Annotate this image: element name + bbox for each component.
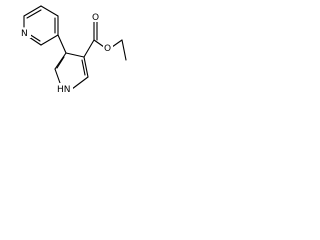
bond-pyrrole-double-2 [81,59,86,76]
bond-ring-link [57,34,67,54]
carbonyl-o-bg [91,12,101,22]
pyridine-n-label: N [21,29,28,39]
bond-pyrrole-5 [65,52,85,58]
bond-pyridine-3 [40,34,59,46]
bond-pyrrole-2 [54,68,61,84]
ester-o-label: O [104,44,111,54]
molecule-structure: N O O HN [19,5,127,95]
bond-pyrrole-4 [83,56,89,78]
bond-pyrrole-1 [54,52,67,70]
ester-group [83,21,127,61]
pyrrole-nh-bg [55,83,73,94]
bond-pyridine-1 [40,5,59,17]
ester-o-bg [103,43,113,53]
bond-pyridine-6 [23,5,42,17]
bond-pyrrole-3 [71,76,89,90]
carbonyl-o-label: O [92,13,99,23]
bond-pyrrole-double-1 [56,56,65,69]
bond-ethyl-1 [111,39,123,48]
bond-ester-o [93,39,105,48]
pyridine-n-bg [19,28,31,38]
bond-pyridine-double-1 [26,9,42,19]
pyrrole-nh-label: HN [57,85,71,95]
bond-ethyl-2 [121,39,127,61]
pyrrole-ring [54,52,89,90]
bond-carbonyl-carbon [83,39,95,58]
structure-canvas: N O O HN [0,0,128,104]
pyridine-ring [23,5,59,46]
